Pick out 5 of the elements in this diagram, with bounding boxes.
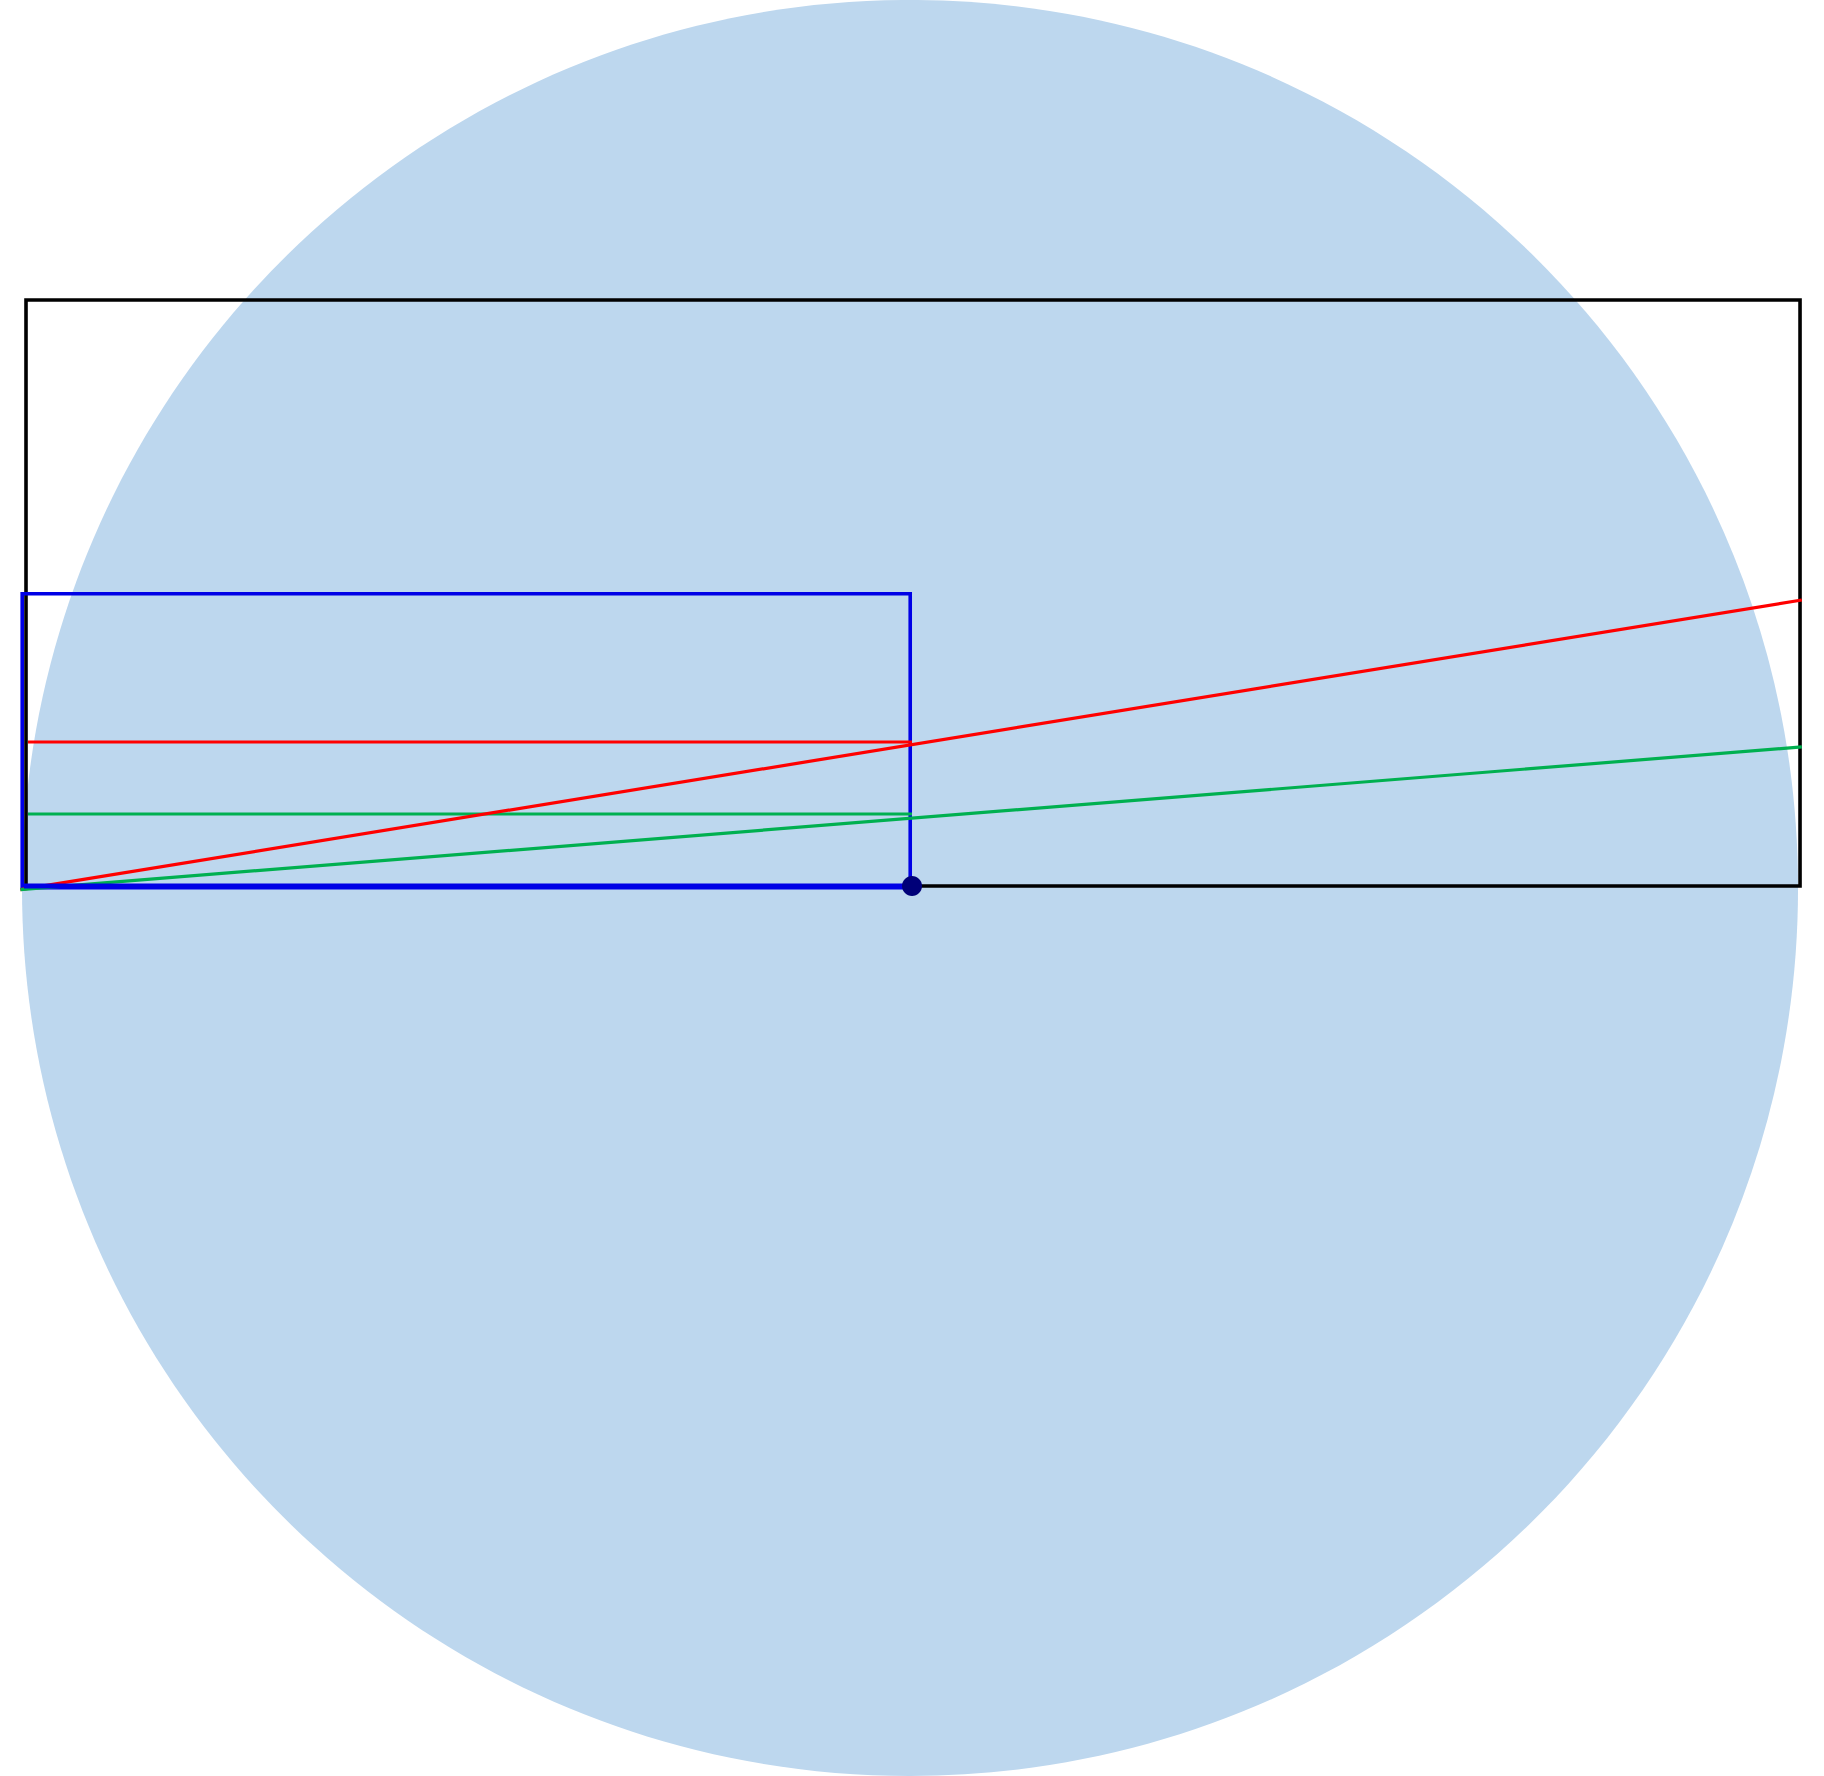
rectangle-outline [24, 298, 1802, 888]
line [20, 598, 1803, 892]
point [902, 876, 922, 896]
line [20, 745, 1802, 892]
rectangle-outline [20, 592, 912, 890]
